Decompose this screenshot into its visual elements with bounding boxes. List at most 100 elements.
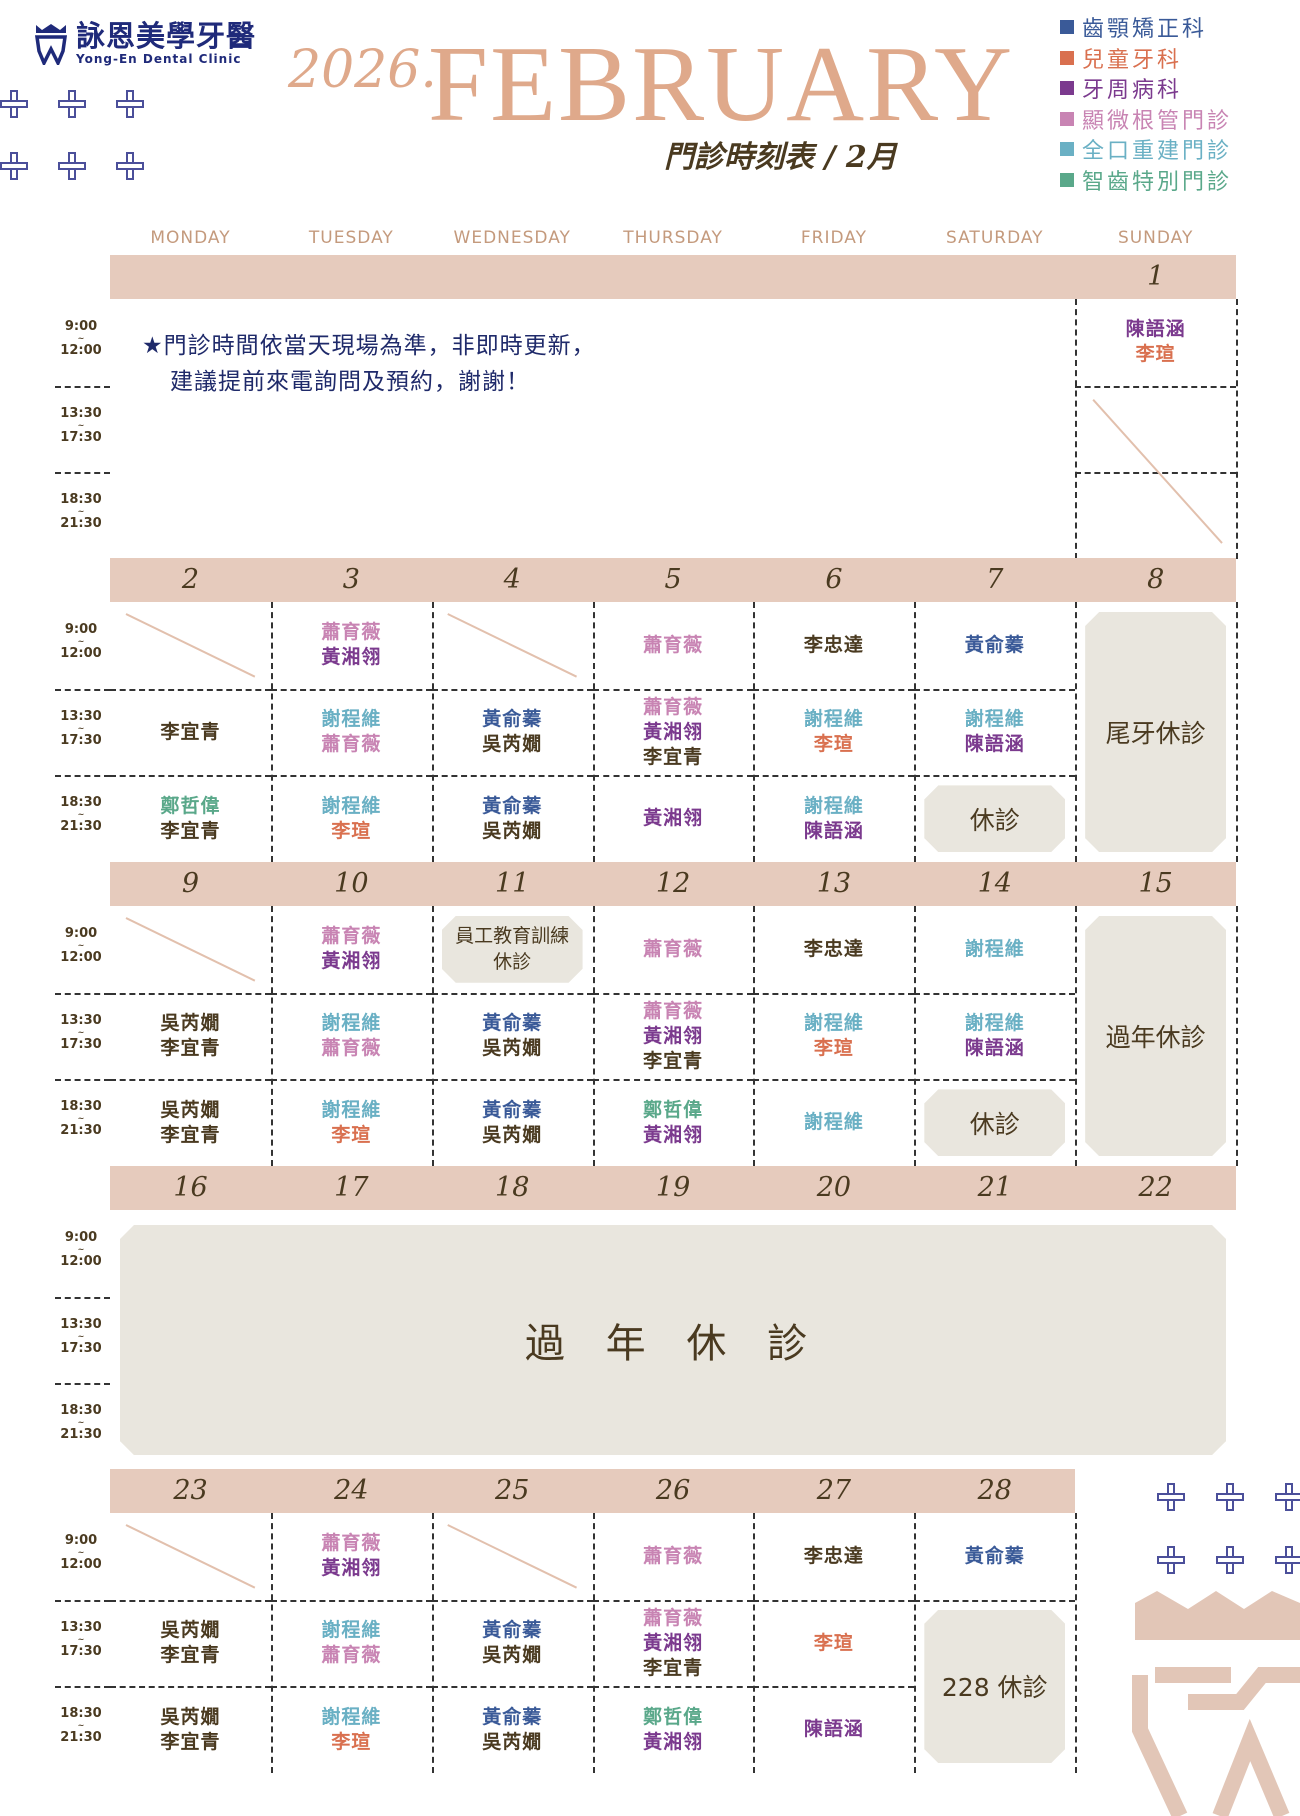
slot-divider <box>1075 385 1237 388</box>
date-number: 5 <box>664 564 682 595</box>
time-start: 18:30 <box>60 1403 102 1419</box>
date-number: 6 <box>825 564 843 595</box>
time-start: 9:00 <box>64 1230 98 1245</box>
time-end: 12:00 <box>60 1254 102 1269</box>
legend-item-wisdom: 智齒特別門診 <box>1060 165 1232 196</box>
cross-center <box>12 164 16 168</box>
date-number: 18 <box>495 1172 530 1203</box>
schedule-cell: 謝程維陳語涵 <box>914 993 1075 1080</box>
schedule-cell: 謝程維李瑄 <box>753 689 914 776</box>
schedule-cell: 謝程維蕭育薇 <box>271 993 432 1080</box>
column-divider <box>270 602 273 863</box>
schedule-cell: 蕭育薇黃湘翎 <box>271 1513 432 1600</box>
doctor-name: 黃俞蓁 <box>482 1012 543 1035</box>
doctor-name: 蕭育薇 <box>643 999 704 1022</box>
closed-block: 員工教育訓練 休診 <box>442 916 583 983</box>
slot-divider <box>592 992 754 995</box>
time-slot-label: 13:30~17:30 <box>55 406 107 445</box>
doctor-name: 蕭育薇 <box>643 1544 704 1567</box>
time-tilde: ~ <box>77 1245 85 1254</box>
legend-label: 齒顎矯正科 <box>1082 17 1208 43</box>
schedule-cell: 黃俞蓁吳芮嫺 <box>432 1686 593 1773</box>
time-tilde: ~ <box>77 1548 85 1557</box>
doctor-name: 蕭育薇 <box>643 695 704 718</box>
column-divider <box>1075 1513 1078 1774</box>
legend-swatch <box>1060 20 1074 35</box>
doctor-name: 吳芮嫺 <box>160 1012 221 1035</box>
doctor-name: 蕭育薇 <box>321 621 382 644</box>
month-title: FEBRUARY <box>428 25 1015 144</box>
doctor-name: 蕭育薇 <box>321 1037 382 1060</box>
date-number: 28 <box>977 1475 1012 1506</box>
doctor-name: 李忠達 <box>803 633 864 656</box>
doctor-name: 吳芮嫺 <box>160 1705 221 1728</box>
time-end: 12:00 <box>60 1557 102 1572</box>
date-number: 7 <box>986 564 1004 595</box>
column-divider <box>270 1513 273 1774</box>
doctor-name: 謝程維 <box>321 708 382 731</box>
weekday-header: MONDAY <box>150 228 231 248</box>
slot-divider <box>431 688 593 691</box>
doctor-name: 黃俞蓁 <box>482 1705 543 1728</box>
column-divider <box>914 1513 917 1774</box>
doctor-name: 蕭育薇 <box>321 925 382 948</box>
doctor-name: 陳語涵 <box>964 733 1025 756</box>
legend-swatch <box>1060 50 1074 65</box>
date-number: 2 <box>181 564 200 595</box>
slot-divider <box>592 1686 754 1689</box>
column-divider <box>914 602 917 863</box>
doctor-name: 黃俞蓁 <box>482 794 543 817</box>
doctor-name: 黃湘翎 <box>643 1123 704 1146</box>
schedule-subtitle: 門診時刻表 / 2月 <box>664 140 897 175</box>
doctor-name: 蕭育薇 <box>643 937 704 960</box>
time-start: 9:00 <box>64 622 98 637</box>
cross-center <box>1169 1558 1173 1562</box>
doctor-name: 李瑄 <box>331 1730 372 1753</box>
time-start: 13:30 <box>60 1012 102 1028</box>
time-end: 21:30 <box>60 1427 102 1443</box>
date-number: 20 <box>816 1172 852 1203</box>
slot-divider <box>753 1686 915 1689</box>
schedule-cell: 蕭育薇黃湘翎李宜青 <box>593 1600 754 1687</box>
slot-divider <box>55 775 110 778</box>
cross-center <box>1228 1495 1232 1499</box>
doctor-name: 黃俞蓁 <box>964 633 1025 656</box>
cross-icon <box>1157 1546 1185 1574</box>
cross-icon <box>0 152 28 180</box>
slot-divider <box>431 1599 593 1602</box>
doctor-name: 陳語涵 <box>1125 318 1186 341</box>
column-divider <box>753 1513 756 1774</box>
time-end: 21:30 <box>60 1123 102 1139</box>
doctor-name: 吳芮嫺 <box>482 1037 543 1060</box>
date-number: 11 <box>495 868 530 899</box>
doctor-name: 蕭育薇 <box>321 733 382 756</box>
doctor-name: 李宜青 <box>160 1730 221 1753</box>
date-number: 8 <box>1147 564 1165 595</box>
slot-divider <box>592 1079 754 1082</box>
week-date-bar <box>110 558 1237 602</box>
time-end: 17:30 <box>60 732 102 748</box>
slot-divider <box>431 1079 593 1082</box>
time-start: 18:30 <box>60 795 102 811</box>
closed-block: 休診 <box>924 1089 1065 1156</box>
time-tilde: ~ <box>77 420 85 430</box>
doctor-name: 吳芮嫺 <box>160 1098 221 1121</box>
schedule-cell: 謝程維李瑄 <box>753 993 914 1080</box>
date-number: 25 <box>495 1475 530 1506</box>
weekday-header: TUESDAY <box>308 228 394 248</box>
doctor-name: 黃湘翎 <box>321 950 382 973</box>
cross-center <box>128 102 132 106</box>
weekday-header: SATURDAY <box>946 228 1044 248</box>
time-end: 17:30 <box>60 1340 102 1356</box>
date-number: 14 <box>977 868 1012 899</box>
time-start: 18:30 <box>60 492 102 508</box>
schedule-cell: 吳芮嫺李宜青 <box>110 993 271 1080</box>
schedule-cell <box>432 602 593 689</box>
legend-swatch <box>1060 111 1074 126</box>
column-divider <box>431 906 434 1167</box>
schedule-cell: 蕭育薇黃湘翎 <box>271 906 432 993</box>
doctor-name: 謝程維 <box>803 1111 864 1134</box>
slot-divider <box>110 992 271 995</box>
legend-swatch <box>1060 81 1074 96</box>
doctor-name: 蕭育薇 <box>321 1644 382 1667</box>
